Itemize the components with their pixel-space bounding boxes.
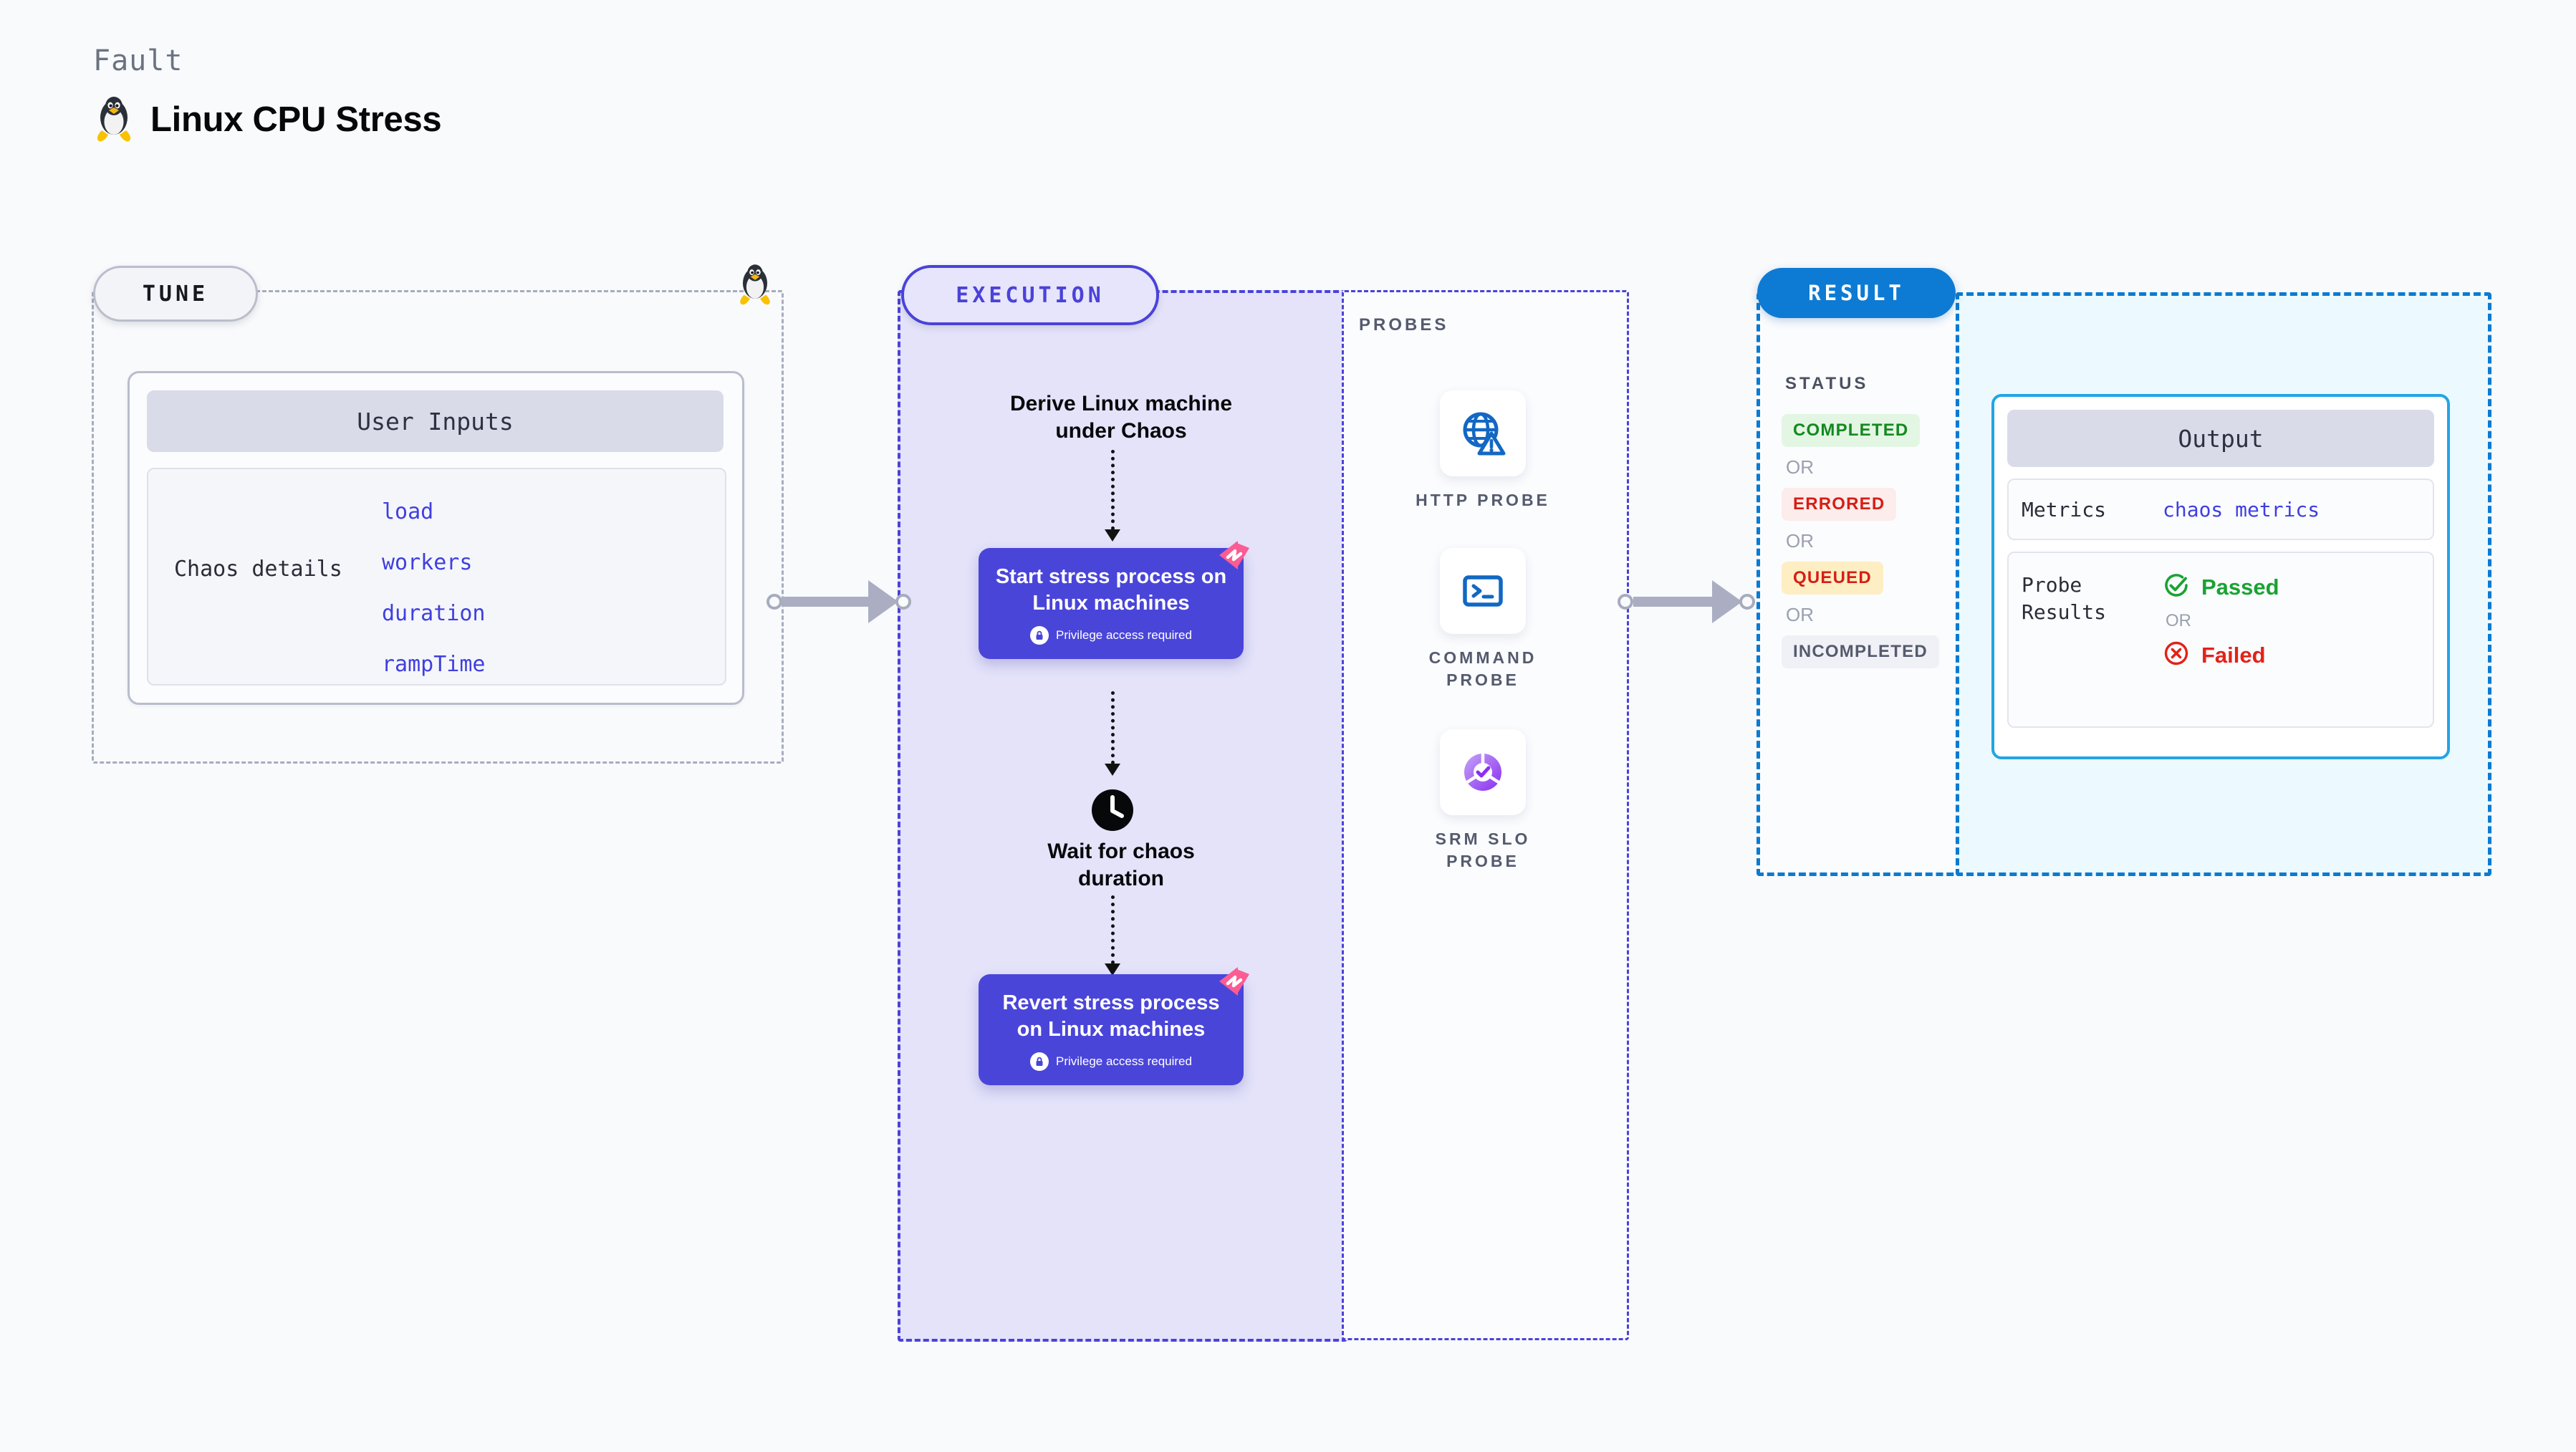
tux-penguin-icon (93, 96, 135, 143)
tux-penguin-icon (736, 264, 774, 307)
lock-icon (1030, 1052, 1049, 1072)
wait-step-label: Wait for chaos duration (1047, 840, 1195, 891)
metrics-label: Metrics (2022, 497, 2107, 521)
derive-step-label: Derive Linux machine under Chaos (1009, 392, 1233, 443)
status-or-label: OR (1786, 604, 1814, 625)
probe-card-http[interactable]: HTTP PROBE (1411, 390, 1554, 511)
chaos-details-box: Chaos details load workers duration ramp… (147, 468, 726, 686)
probe-result-or-label: OR (2166, 611, 2191, 630)
param-ramptime: rampTime (382, 652, 486, 677)
connector-arrowhead (868, 580, 898, 623)
result-status-region (1756, 292, 1964, 876)
globe-warning-icon (1440, 390, 1526, 476)
connector-line (1633, 597, 1712, 607)
stage-badge-tune: TUNE (93, 266, 258, 322)
metrics-value: chaos metrics (2163, 497, 2320, 521)
probe-result-failed-label: Failed (2201, 642, 2266, 668)
privilege-note-text: Privilege access required (1056, 628, 1192, 643)
connector-execution-to-result (1618, 580, 1755, 623)
user-inputs-header: User Inputs (147, 390, 724, 452)
arrow-head (1105, 764, 1120, 776)
probe-label: SRM SLO PROBE (1435, 830, 1531, 871)
chaos-details-label: Chaos details (174, 557, 342, 582)
arrow-line (1110, 895, 1115, 964)
output-card: Output Metrics chaos metrics Probe Resul… (1991, 394, 2450, 759)
slo-donut-check-icon (1440, 729, 1526, 815)
flow-arrow-start-to-wait (1105, 691, 1120, 776)
flow-arrow-derive-to-start (1105, 450, 1120, 542)
tune-region (92, 290, 784, 764)
action-card-title: Start stress process on Linux machines (995, 565, 1227, 615)
privilege-note-text: Privilege access required (1056, 1054, 1192, 1069)
probe-result-passed-label: Passed (2201, 574, 2279, 600)
status-label: STATUS (1785, 374, 1869, 393)
arrow-head (1105, 963, 1120, 976)
chaos-parameter-list: load workers duration rampTime (382, 499, 486, 677)
probe-label: COMMAND PROBE (1428, 648, 1537, 690)
probe-card-command[interactable]: COMMAND PROBE (1411, 548, 1554, 691)
status-badge-errored: ERRORED (1782, 488, 1897, 521)
connector-tune-to-execution (766, 580, 911, 623)
status-badge-incompleted: INCOMPLETED (1782, 635, 1939, 668)
litmus-chaos-icon (1213, 961, 1254, 1001)
clock-icon (1090, 788, 1135, 836)
privilege-note: Privilege access required (991, 1052, 1231, 1072)
probe-result-failed: Failed (2163, 640, 2279, 670)
privilege-note: Privilege access required (991, 626, 1231, 645)
probe-results-row: Probe Results Passed OR (2007, 552, 2434, 728)
action-card-revert-stress[interactable]: Revert stress process on Linux machines … (979, 967, 1249, 1086)
probes-section-label: PROBES (1359, 315, 1449, 335)
param-duration: duration (382, 601, 486, 626)
status-or-label: OR (1786, 530, 1814, 552)
page-title-row: Linux CPU Stress (93, 96, 442, 143)
status-badge-completed: COMPLETED (1782, 414, 1921, 447)
litmus-chaos-icon (1213, 535, 1254, 575)
probe-results-label: Probe Results (2022, 573, 2107, 624)
stage-badge-result: RESULT (1757, 268, 1956, 318)
flow-arrow-wait-to-revert (1105, 895, 1120, 976)
arrow-head (1105, 529, 1120, 542)
user-inputs-card: User Inputs Chaos details load workers d… (128, 371, 744, 705)
connector-arrowhead (1712, 580, 1742, 623)
connector-dot (895, 594, 911, 610)
connector-dot (766, 594, 782, 610)
probe-result-passed: Passed (2163, 572, 2279, 602)
stage-badge-execution: EXECUTION (901, 265, 1159, 325)
lock-icon (1030, 626, 1049, 645)
status-badge-queued: QUEUED (1782, 562, 1883, 595)
param-load: load (382, 499, 434, 524)
connector-line (782, 597, 868, 607)
fault-kicker: Fault (93, 44, 183, 77)
param-workers: workers (382, 550, 473, 575)
probe-label: HTTP PROBE (1416, 491, 1550, 509)
check-circle-icon (2163, 572, 2190, 602)
connector-dot (1739, 594, 1755, 610)
page-header: Fault Linux CPU Stress (93, 44, 442, 143)
metrics-row: Metrics chaos metrics (2007, 479, 2434, 540)
terminal-icon (1440, 548, 1526, 634)
x-circle-icon (2163, 640, 2190, 670)
arrow-line (1110, 450, 1115, 530)
connector-dot (1618, 594, 1633, 610)
status-or-label: OR (1786, 456, 1814, 478)
action-card-title: Revert stress process on Linux machines (1002, 991, 1220, 1041)
output-header: Output (2007, 410, 2434, 467)
arrow-line (1110, 691, 1115, 764)
page-title: Linux CPU Stress (150, 100, 442, 139)
probe-card-srm-slo[interactable]: SRM SLO PROBE (1411, 729, 1554, 872)
action-card-start-stress[interactable]: Start stress process on Linux machines P… (979, 541, 1249, 660)
status-list: COMPLETED OR ERRORED OR QUEUED OR INCOMP… (1782, 414, 1939, 668)
